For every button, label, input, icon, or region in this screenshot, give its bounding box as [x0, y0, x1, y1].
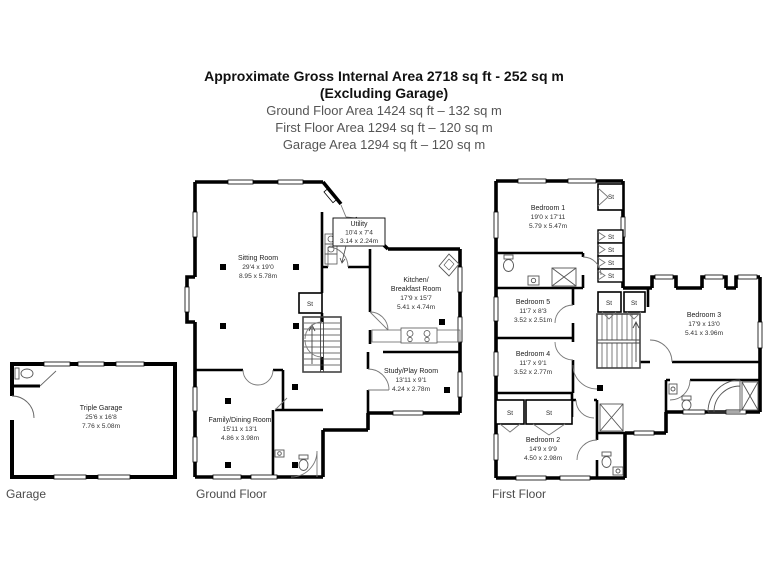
- garage-windows: [43, 361, 145, 480]
- first-floor-caption: First Floor: [492, 487, 546, 501]
- sitting-room-metric: 8.95 x 5.78m: [239, 273, 278, 280]
- first-floor-area-line: First Floor Area 1294 sq ft – 120 sq m: [275, 120, 493, 135]
- ground-floor-caption: Ground Floor: [196, 487, 267, 501]
- cooker-icon: [438, 253, 460, 277]
- study-name: Study/Play Room: [384, 368, 438, 375]
- utility-name: Utility: [350, 221, 368, 228]
- garage-floorplan: Triple Garage 25'6 x 16'8 7.76 x 5.08m: [9, 361, 177, 480]
- st-label: St: [507, 410, 513, 417]
- st-label: St: [631, 300, 637, 307]
- bedroom3-imperial: 17'9 x 13'0: [688, 321, 720, 328]
- study-metric: 4.24 x 2.78m: [392, 386, 431, 393]
- garage-room-label: Triple Garage 25'6 x 16'8 7.76 x 5.08m: [80, 405, 123, 430]
- bedroom4-imperial: 11'7 x 9'1: [519, 360, 547, 367]
- bedroom3-name: Bedroom 3: [687, 312, 721, 319]
- family-imperial: 15'11 x 13'1: [223, 426, 258, 433]
- ground-windows: [184, 179, 463, 480]
- kitchen-name-2: Breakfast Room: [391, 286, 441, 293]
- bedroom4-name: Bedroom 4: [516, 351, 550, 358]
- bedroom2-fixtures: [599, 403, 624, 476]
- stairs-icon: [302, 316, 342, 373]
- bedroom1-metric: 5.79 x 5.47m: [529, 223, 568, 230]
- storage-closet: St: [298, 292, 323, 314]
- st-label: St: [608, 247, 614, 254]
- first-st-labels: St St St St St St St St St: [507, 194, 637, 417]
- door-arcs: [554, 256, 691, 461]
- ensuite-fixtures: [503, 254, 577, 287]
- storage-closets: [495, 183, 646, 425]
- sitting-room-name: Sitting Room: [238, 255, 278, 262]
- bedroom2-imperial: 14'9 x 9'9: [529, 446, 557, 453]
- kitchen-metric: 5.41 x 4.74m: [397, 304, 436, 311]
- first-interior-walls: [496, 251, 760, 478]
- bedroom4-metric: 3.52 x 2.77m: [514, 369, 553, 376]
- wall-dots: [220, 264, 450, 468]
- st-label: St: [546, 410, 552, 417]
- hob-icon: [371, 327, 461, 344]
- utility-label-box: Utility 10'4 x 7'4 3.14 x 2.24m: [332, 217, 386, 264]
- st-label: St: [608, 234, 614, 241]
- gross-area-title: Approximate Gross Internal Area 2718 sq …: [204, 68, 564, 84]
- bedroom3-metric: 5.41 x 3.96m: [685, 330, 724, 337]
- st-label: St: [608, 260, 614, 267]
- bedroom5-imperial: 11'7 x 8'3: [519, 308, 547, 315]
- page-header: Approximate Gross Internal Area 2718 sq …: [0, 68, 768, 153]
- bedroom2-name: Bedroom 2: [526, 437, 560, 444]
- bathroom-fixtures: [668, 379, 759, 413]
- bedroom5-metric: 3.52 x 2.51m: [514, 317, 553, 324]
- toilet-icon: [14, 367, 34, 380]
- ground-floorplan: St Utility 10'4: [184, 179, 463, 480]
- bedroom2-metric: 4.50 x 2.98m: [524, 455, 563, 462]
- bedroom5-name: Bedroom 5: [516, 299, 550, 306]
- st-label: St: [606, 300, 612, 307]
- door-arcs: [242, 204, 390, 478]
- family-metric: 4.86 x 3.98m: [221, 435, 260, 442]
- sitting-room-imperial: 29'4 x 19'0: [242, 264, 274, 271]
- utility-metric: 3.14 x 2.24m: [340, 238, 379, 245]
- ground-floor-area-line: Ground Floor Area 1424 sq ft – 132 sq m: [266, 103, 502, 118]
- family-name: Family/Dining Room: [208, 417, 271, 424]
- study-imperial: 13'11 x 9'1: [396, 377, 427, 384]
- wc-fixtures: [274, 449, 309, 471]
- ground-room-labels: Sitting Room 29'4 x 19'0 8.95 x 5.78m Ki…: [208, 255, 441, 442]
- st-label: St: [608, 194, 614, 201]
- excluding-garage-subtitle: (Excluding Garage): [319, 85, 449, 101]
- first-floorplan: St St St St St St St St St Bedroom 1 19'…: [493, 178, 763, 481]
- closet-door-chevrons: [499, 187, 642, 436]
- bedroom1-imperial: 19'0 x 17'11: [531, 214, 566, 221]
- kitchen-name-1: Kitchen/: [403, 277, 428, 284]
- kitchen-imperial: 17'9 x 15'7: [400, 295, 432, 302]
- stairs-icon: [596, 313, 641, 369]
- first-room-labels: Bedroom 1 19'0 x 17'11 5.79 x 5.47m Bedr…: [514, 205, 724, 462]
- triple-garage-metric: 7.76 x 5.08m: [82, 423, 121, 430]
- garage-caption: Garage: [6, 487, 47, 501]
- bedroom1-name: Bedroom 1: [531, 205, 565, 212]
- garage-area-line: Garage Area 1294 sq ft – 120 sq m: [282, 137, 486, 152]
- garage-door-opening: [9, 370, 57, 420]
- triple-garage-imperial: 25'6 x 16'8: [85, 414, 117, 421]
- triple-garage-name: Triple Garage: [80, 405, 123, 412]
- utility-imperial: 10'4 x 7'4: [345, 230, 373, 237]
- ground-st-label: St: [307, 301, 313, 308]
- wall-dots: [597, 385, 603, 391]
- st-label: St: [608, 273, 614, 280]
